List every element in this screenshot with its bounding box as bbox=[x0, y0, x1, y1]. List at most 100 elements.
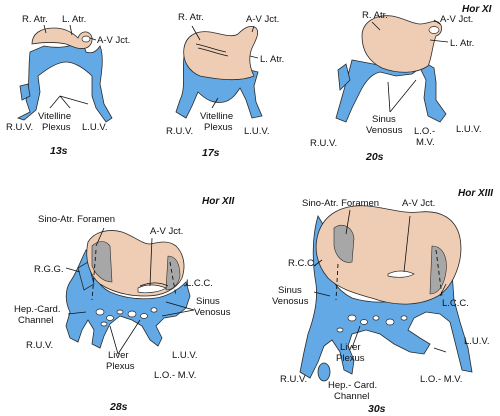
left-atrium-shading-30s bbox=[429, 245, 447, 295]
panel-28s: Hor XII Sino-Atr. Foramen A-V Jct. bbox=[14, 196, 234, 413]
vein-network-13s bbox=[16, 39, 113, 123]
atrium-17s bbox=[183, 26, 259, 81]
sino-atrial-shading-28s bbox=[91, 241, 113, 283]
liver-plexus-28s bbox=[95, 307, 158, 327]
label-channel-30s: Channel bbox=[334, 391, 369, 402]
vein-network-28s bbox=[65, 249, 191, 349]
leader-sinus-a-20s bbox=[387, 81, 391, 113]
label-luv-30s: L.U.V. bbox=[464, 336, 490, 347]
leader-av-13s bbox=[89, 37, 97, 41]
liver-plexus-30s bbox=[336, 314, 408, 333]
label-venosus-20s: Venosus bbox=[366, 125, 403, 136]
label-liver-28s: Liver bbox=[108, 350, 129, 361]
label-ruv-17s: R.U.V. bbox=[166, 126, 193, 137]
leader-liver-b-28s bbox=[117, 319, 141, 355]
leader-rcc-30s bbox=[313, 259, 323, 267]
label-sinus-20s: Sinus bbox=[372, 114, 396, 125]
leader-vitelline-17s bbox=[211, 97, 219, 109]
leader-hep-28s bbox=[67, 311, 87, 315]
label-vitelline-13s: Vitelline bbox=[38, 111, 71, 122]
label-r-atr-17s: R. Atr. bbox=[178, 12, 204, 23]
av-junction-opening-13s bbox=[81, 35, 91, 43]
label-av-jct-20s: A-V Jct. bbox=[440, 14, 473, 25]
label-ruv-28s: R.U.V. bbox=[26, 340, 53, 351]
leader-av-17s bbox=[251, 25, 255, 33]
label-lo-20s: L.O.- bbox=[414, 126, 435, 137]
label-luv-28s: L.U.V. bbox=[172, 350, 198, 361]
leader-sinus-b-28s bbox=[161, 309, 195, 317]
label-lcc-30s: L.C.C. bbox=[442, 298, 469, 309]
label-lcc-28s: L.C.C. bbox=[186, 278, 213, 289]
label-channel-28s: Channel bbox=[18, 315, 53, 326]
horizon-label-28s: Hor XII bbox=[202, 196, 234, 207]
leader-vitelline-b-13s bbox=[59, 95, 71, 109]
leader-av-20s bbox=[433, 19, 441, 25]
label-lomv-30s: L.O.- M.V. bbox=[420, 374, 462, 385]
horizon-label-30s: Hor XIII bbox=[458, 188, 493, 199]
label-r-atr-13s: R. Atr. bbox=[22, 14, 48, 25]
label-plexus-17s: Plexus bbox=[204, 122, 233, 133]
label-luv-13s: L.U.V. bbox=[82, 122, 108, 133]
vein-right-twig-20s bbox=[337, 63, 351, 91]
label-r-atr-20s: R. Atr. bbox=[362, 10, 388, 21]
label-lomv-28s: L.O.- M.V. bbox=[154, 370, 196, 381]
horizon-label-20s: Hor XI bbox=[462, 4, 492, 15]
leader-l-atr-20s bbox=[429, 39, 449, 43]
leader-av-30s bbox=[403, 215, 411, 273]
label-plexus-28s: Plexus bbox=[106, 361, 135, 372]
vein-left-stub-28s bbox=[77, 261, 95, 291]
leader-liver-a-28s bbox=[109, 325, 119, 355]
leader-vitelline-a-13s bbox=[49, 95, 61, 109]
label-plexus-30s: Plexus bbox=[336, 353, 365, 364]
label-luv-17s: L.U.V. bbox=[244, 126, 270, 137]
dash-r-28s bbox=[91, 249, 97, 301]
septum-line-17s-b bbox=[197, 47, 229, 57]
leader-l-atr-13s bbox=[69, 24, 73, 36]
leader-av-28s bbox=[149, 237, 153, 287]
left-atrium-shading-28s bbox=[165, 255, 181, 291]
label-av-jct-28s: A-V Jct. bbox=[150, 226, 183, 237]
atrium-20s bbox=[361, 15, 442, 73]
panel-20s: Hor XI R. Atr. A-V Jct. L. Atr. Sinus Ve… bbox=[310, 4, 492, 163]
atrium-13s bbox=[31, 27, 93, 49]
label-luv-20s: L.U.V. bbox=[456, 124, 482, 135]
sino-atrial-shading-30s bbox=[333, 225, 355, 263]
panel-13s: R. Atr. L. Atr. A-V Jct. R.U.V. L.U.V. V… bbox=[6, 14, 130, 157]
label-av-jct-17s: A-V Jct. bbox=[246, 14, 279, 25]
label-ruv-20s: R.U.V. bbox=[310, 138, 337, 149]
label-av-jct-13s: A-V Jct. bbox=[97, 35, 130, 46]
label-vitelline-17s: Vitelline bbox=[200, 111, 233, 122]
label-sino-atr-30s: Sino-Atr. Foramen bbox=[302, 198, 379, 209]
vein-network-30s bbox=[299, 215, 473, 379]
leader-r-atr-13s bbox=[43, 24, 47, 34]
stage-label-20s: 20s bbox=[365, 151, 384, 163]
label-venosus-30s: Venosus bbox=[272, 296, 309, 307]
stage-label-17s: 17s bbox=[202, 147, 220, 159]
atrium-30s bbox=[315, 205, 462, 305]
label-venosus-28s: Venosus bbox=[194, 307, 231, 318]
dash-l-28s bbox=[169, 261, 177, 297]
av-canal-30s bbox=[387, 270, 415, 278]
label-l-atr-20s: L. Atr. bbox=[450, 38, 474, 49]
leader-sinus-a-28s bbox=[165, 301, 195, 311]
panel-17s: R. Atr. A-V Jct. L. Atr. R.U.V. L.U.V. V… bbox=[166, 12, 284, 159]
septum-line-17s bbox=[195, 43, 227, 53]
label-liver-30s: Liver bbox=[340, 342, 361, 353]
label-sino-atr-28s: Sino-Atr. Foramen bbox=[38, 214, 115, 225]
leader-sinus-b-20s bbox=[389, 79, 417, 113]
leader-rgg-28s bbox=[65, 267, 81, 273]
panel-30s: Hor XIII Sino-Atr. Foramen A-V Jct. R.C.… bbox=[272, 188, 493, 415]
label-l-atr-17s: L. Atr. bbox=[260, 54, 284, 65]
label-mv-20s: M.V. bbox=[416, 137, 435, 148]
stage-label-13s: 13s bbox=[50, 145, 68, 157]
vein-left-branch-13s bbox=[19, 83, 31, 101]
leader-lcc-28s bbox=[183, 283, 189, 287]
dash-r-30s bbox=[335, 263, 339, 301]
leader-l-atr-17s bbox=[249, 55, 259, 59]
label-ruv-13s: R.U.V. bbox=[6, 122, 33, 133]
dash-l-30s bbox=[435, 249, 443, 297]
leader-sino-atr-28s bbox=[95, 227, 105, 247]
label-ruv-30s: R.U.V. bbox=[280, 374, 307, 385]
label-sinus-28s: Sinus bbox=[196, 296, 220, 307]
leader-sinus-30s bbox=[313, 291, 331, 297]
